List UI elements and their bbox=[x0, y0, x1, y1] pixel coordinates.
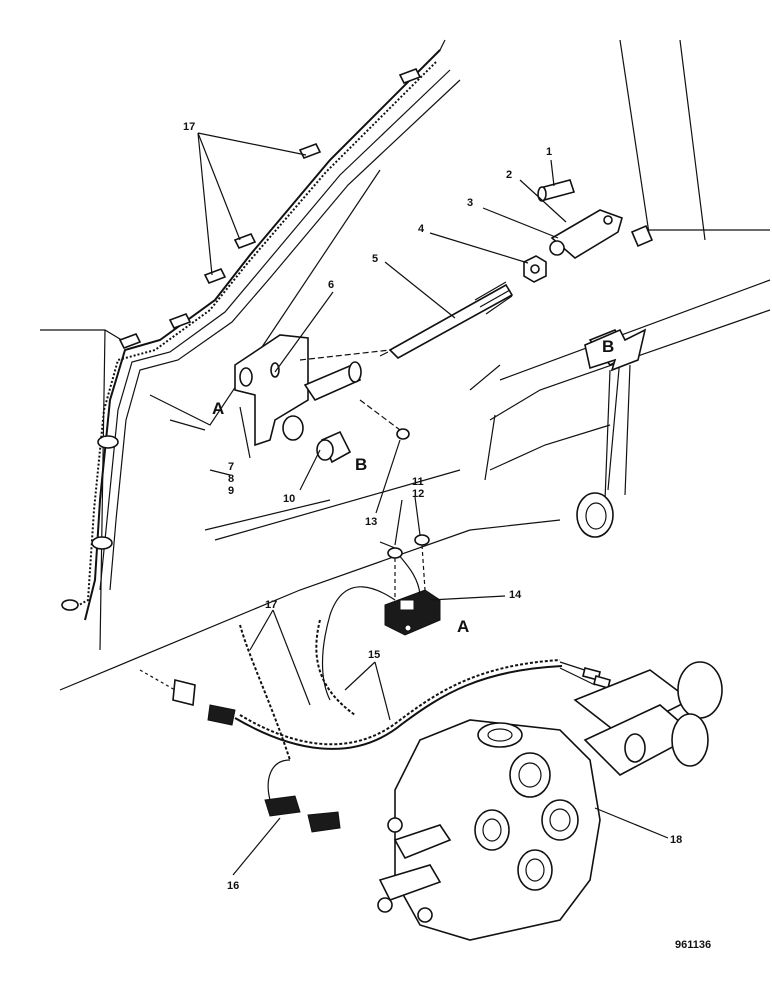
view-marker-a-switch: A bbox=[457, 617, 469, 636]
callout-13: 13 bbox=[365, 516, 377, 528]
callout-12: 12 bbox=[412, 488, 424, 500]
centreline-bracket-nipple bbox=[359, 399, 401, 431]
leader-lines bbox=[232, 159, 669, 876]
machine-frame-outline bbox=[40, 39, 771, 691]
pin-part-1 bbox=[537, 179, 576, 202]
callout-2: 2 bbox=[506, 169, 512, 181]
callout-14: 14 bbox=[509, 589, 522, 601]
callout-labels: 1 2 3 4 5 6 7 8 9 10 11 12 13 14 15 16 1… bbox=[183, 121, 682, 892]
grease-nipple-part-13 bbox=[396, 428, 410, 440]
view-marker-b-bush: B bbox=[355, 455, 367, 474]
callout-17-lower: 17 bbox=[265, 599, 277, 611]
callout-10: 10 bbox=[283, 493, 295, 505]
view-marker-b-arrow: B bbox=[602, 337, 614, 356]
view-arrow-b bbox=[584, 328, 647, 372]
leader-17-upper bbox=[197, 132, 307, 276]
clevis-part-3 bbox=[549, 209, 654, 259]
callout-5: 5 bbox=[372, 253, 378, 265]
wiring-loom-upper bbox=[69, 39, 461, 621]
connector-part-16 bbox=[264, 795, 341, 833]
locknut-part-4 bbox=[523, 255, 547, 283]
callout-18: 18 bbox=[670, 834, 682, 846]
callout-8: 8 bbox=[228, 473, 234, 485]
callout-3: 3 bbox=[467, 197, 473, 209]
switch-wires-11-12 bbox=[321, 534, 430, 701]
mounting-bracket-part-6 bbox=[234, 334, 362, 447]
loom-clips bbox=[61, 67, 422, 611]
callout-16: 16 bbox=[227, 880, 239, 892]
drawing-reference-number: 961136 bbox=[675, 939, 711, 951]
control-valve-part-18 bbox=[377, 661, 723, 941]
callout-6: 6 bbox=[328, 279, 334, 291]
view-marker-labels: A A B B bbox=[212, 337, 614, 636]
switch-part-14 bbox=[384, 589, 441, 636]
callout-4: 4 bbox=[418, 223, 425, 235]
view-marker-a-bracket: A bbox=[212, 399, 224, 418]
bush-part-10 bbox=[316, 430, 352, 464]
callout-9: 9 bbox=[228, 485, 234, 497]
harness-lower bbox=[139, 619, 611, 801]
centreline-rod bbox=[299, 349, 391, 361]
callout-15: 15 bbox=[368, 649, 380, 661]
callout-7: 7 bbox=[228, 461, 234, 473]
callout-17-upper: 17 bbox=[183, 121, 195, 133]
control-rod-part-5 bbox=[379, 281, 514, 359]
callout-1: 1 bbox=[546, 146, 552, 158]
callout-11: 11 bbox=[412, 476, 424, 488]
